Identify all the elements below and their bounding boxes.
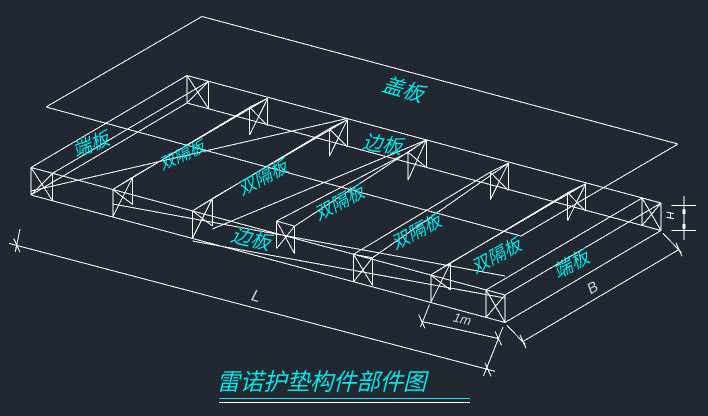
svg-text:H: H bbox=[664, 211, 676, 219]
svg-text:1m: 1m bbox=[452, 310, 473, 329]
svg-text:雷诺护垫构件部件图: 雷诺护垫构件部件图 bbox=[217, 369, 430, 395]
